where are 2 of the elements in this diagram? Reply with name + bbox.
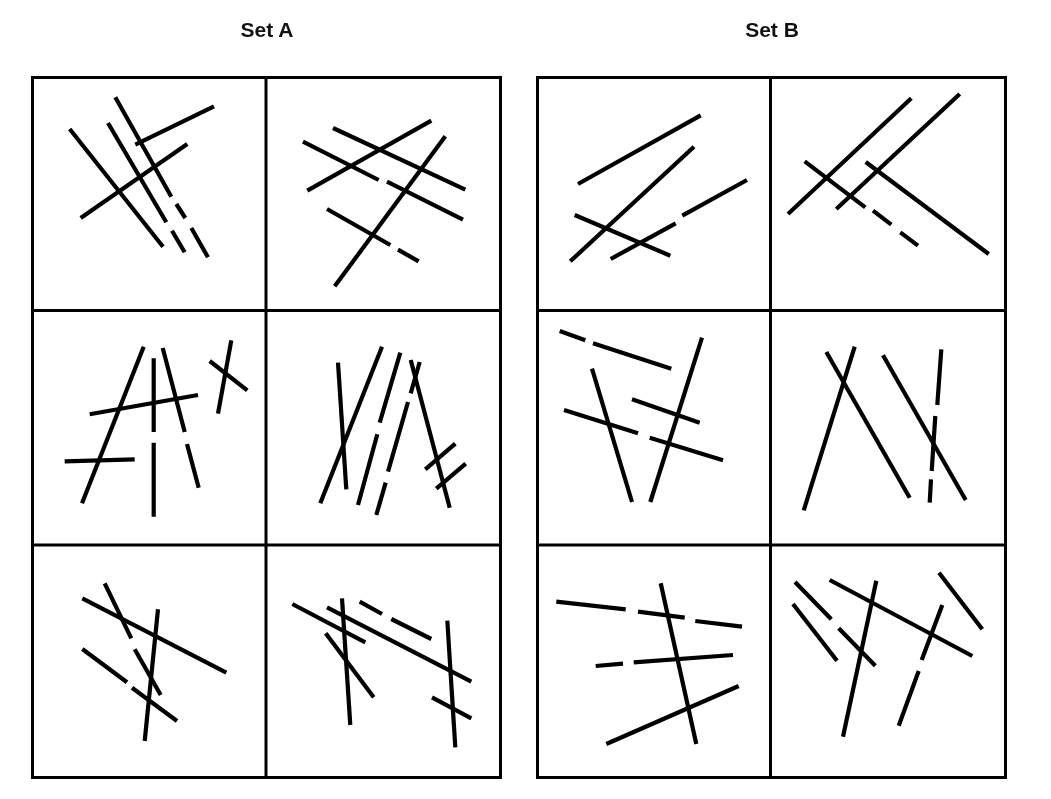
set-heading: Set B — [745, 17, 799, 43]
set-heading: Set A — [240, 17, 294, 43]
